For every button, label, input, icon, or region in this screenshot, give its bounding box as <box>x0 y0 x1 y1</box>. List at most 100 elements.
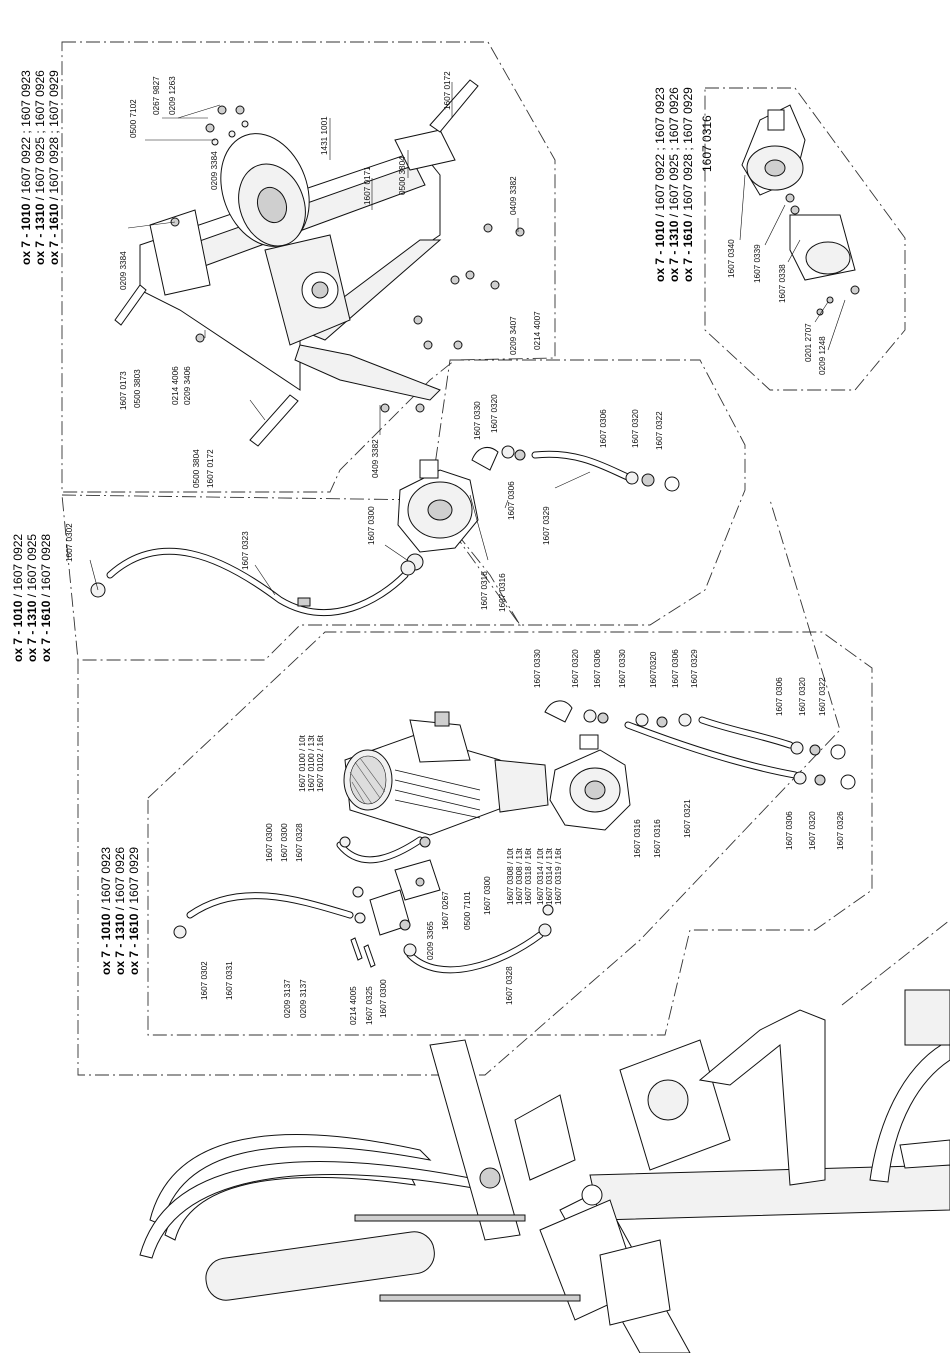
part-label: 1607 0340 <box>727 239 736 278</box>
part-label: 0267 9827 <box>152 76 161 115</box>
part-label: 0209 1248 <box>818 336 827 375</box>
part-label: 1607 0320 <box>631 409 640 448</box>
part-label: 0201 2707 <box>804 323 813 362</box>
part-label: 1607 0173 <box>119 371 128 410</box>
part-label: 0500 3804 <box>398 156 407 195</box>
part-label: 1607 0100 / 13t <box>307 734 316 792</box>
part-label: 1607 0338 <box>778 264 787 303</box>
part-label: 1607 0316 <box>653 819 662 858</box>
zone-electric <box>147 631 873 1036</box>
part-label: 1607 0323 <box>241 531 250 570</box>
part-label: 1607 0314 / 10t <box>536 847 545 905</box>
model-line-1: ox 7 - 1010 / 1607 0922 ; 1607 0923 <box>653 87 667 282</box>
model-line-2: ox 7 - 1310 / 1607 0925 ; 1607 0926 <box>667 87 681 282</box>
part-label: 1607 0330 <box>473 401 482 440</box>
part-label: 1607 0322 <box>655 411 664 450</box>
part-label: 0214 4006 <box>171 366 180 405</box>
part-label: 1607 0306 <box>785 811 794 850</box>
part-label: 1607 0328 <box>505 966 514 1005</box>
part-label: 1607 0331 <box>225 961 234 1000</box>
part-label: 1607 0300 <box>483 876 492 915</box>
part-label: 1607 0306 <box>671 649 680 688</box>
model-line-1: ox 7 - 1010 / 1607 0922 ; 1607 0923 <box>19 70 33 265</box>
part-label: 1431 1001 <box>320 116 329 155</box>
part-label: 1607 0316 <box>480 571 489 610</box>
part-label: 1607 0302 <box>200 961 209 1000</box>
part-label: 0409 3382 <box>509 176 518 215</box>
part-label: 1607 0330 <box>618 649 627 688</box>
pto-hose-assembly <box>89 547 416 617</box>
part-label: 1607 0325 <box>365 986 374 1025</box>
part-label: 1607 0320 <box>571 649 580 688</box>
part-label: 0209 3384 <box>119 251 128 290</box>
part-label: 0209 3365 <box>426 921 435 960</box>
part-label: 1607 0330 <box>533 649 542 688</box>
zone-outer-dashed <box>77 499 841 1076</box>
electric-motor-assembly <box>173 700 856 974</box>
part-label: 1607 0320 <box>490 394 499 433</box>
pump-group-assembly <box>384 445 680 571</box>
model-line-2: ox 7 - 1310 / 1607 0926 <box>113 847 127 975</box>
zone-corner <box>841 919 950 1006</box>
part-label: 1607 0339 <box>753 244 762 283</box>
part-label: 1607 0300 <box>280 823 289 862</box>
part-label: 0500 3804 <box>192 449 201 488</box>
log-splitter-illustration <box>139 989 950 1353</box>
part-label: 1607 0319 / 16t <box>554 847 563 905</box>
part-label: 1607 0172 <box>443 71 452 110</box>
model-line-2: ox 7 - 1310 / 1607 0925 <box>25 534 39 662</box>
part-label: 1607 0308 / 13t <box>515 847 524 905</box>
model-block-pto-hose: ox 7 - 1010 / 1607 0922 ox 7 - 1310 / 16… <box>11 534 53 662</box>
part-label: 0209 3137 <box>283 979 292 1018</box>
part-label: 1607 0300 <box>367 506 376 545</box>
part-label: 0500 7101 <box>463 891 472 930</box>
part-label: 1607 0306 <box>593 649 602 688</box>
model-line-3: ox 7 - 1610 / 1607 0928 ; 1607 0929 <box>47 70 61 265</box>
zone-gearbox <box>704 87 906 391</box>
part-label: 0209 3406 <box>183 366 192 405</box>
gearbox-subtitle: 1607 0316 <box>700 115 714 172</box>
model-block-electric: ox 7 - 1010 / 1607 0923 ox 7 - 1310 / 16… <box>99 847 141 975</box>
part-label: 0209 3137 <box>299 979 308 1018</box>
part-label: 16070320 <box>649 651 658 688</box>
part-label: 1607 0326 <box>836 811 845 850</box>
part-label: 1607 0306 <box>599 409 608 448</box>
model-line-1: ox 7 - 1010 / 1607 0922 <box>11 534 25 662</box>
part-label: 0500 7102 <box>129 99 138 138</box>
part-label: 1607 0318 / 16t <box>524 847 533 905</box>
part-label: 1607 0320 <box>798 677 807 716</box>
part-label: 1607 0321 <box>683 799 692 838</box>
zone-frame <box>61 41 556 493</box>
part-labels: 0500 7102 0267 9827 0209 1263 1431 1001 … <box>65 71 845 1025</box>
part-label: 0214 4005 <box>349 986 358 1025</box>
part-label: 1607 0306 <box>507 481 516 520</box>
part-label: 1607 0100 / 10t <box>298 734 307 792</box>
model-line-2: ox 7 - 1310 / 1607 0925 ; 1607 0926 <box>33 70 47 265</box>
part-label: 1607 0102 / 16t <box>316 734 325 792</box>
part-label: 1607 0316 <box>633 819 642 858</box>
part-label: 1607 0267 <box>441 891 450 930</box>
part-label: 0209 1263 <box>168 76 177 115</box>
model-line-3: ox 7 - 1610 / 1607 0928 ; 1607 0929 <box>681 87 695 282</box>
part-label: 1607 0302 <box>65 523 74 562</box>
model-block-gearbox: ox 7 - 1010 / 1607 0922 ; 1607 0923 ox 7… <box>653 87 714 282</box>
frame-assembly <box>114 79 525 447</box>
part-label: 1607 0314 / 13t <box>545 847 554 905</box>
model-block-frame: ox 7 - 1010 / 1607 0922 ; 1607 0923 ox 7… <box>19 70 61 265</box>
model-line-3: ox 7 - 1610 / 1607 0929 <box>127 847 141 975</box>
part-label: 0209 3384 <box>210 151 219 190</box>
part-label: 0209 3407 <box>509 316 518 355</box>
part-label: 0409 3382 <box>371 439 380 478</box>
part-label: 1607 0171 <box>363 166 372 205</box>
part-label: 0500 3803 <box>133 369 142 408</box>
part-label: 1607 0320 <box>808 811 817 850</box>
part-label: 1607 0300 <box>265 823 274 862</box>
part-label: 1607 0329 <box>690 649 699 688</box>
model-line-3: ox 7 - 1610 / 1607 0928 <box>39 534 53 662</box>
part-label: 1607 0300 <box>379 979 388 1018</box>
part-label: 1607 0306 <box>775 677 784 716</box>
part-label: 1607 0328 <box>295 823 304 862</box>
part-label: 1607 0316 <box>498 573 507 612</box>
part-label: 1607 0308 / 10t <box>506 847 515 905</box>
